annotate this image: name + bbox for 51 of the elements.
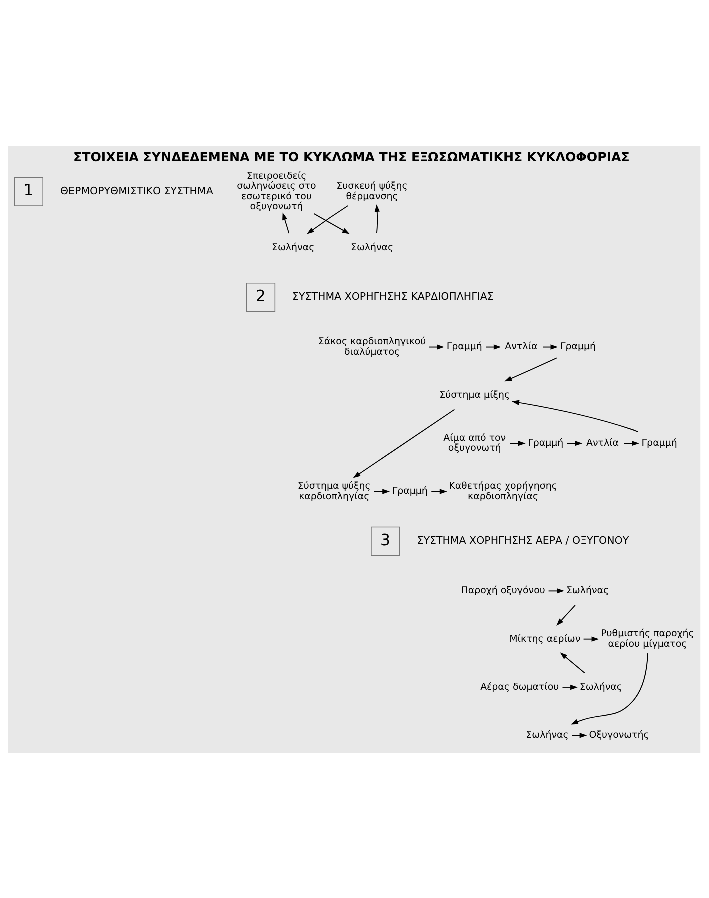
node-text: Σωλήνας (272, 242, 315, 253)
arrow (374, 204, 380, 234)
node-text: Γραμμή (446, 341, 482, 352)
arrow (510, 440, 526, 446)
node-box: 3 (371, 526, 400, 556)
node-text: Γραμμή (392, 486, 428, 497)
node-text: Σωλήνας (526, 730, 569, 741)
node-text: Γραμμή (560, 341, 596, 352)
node-text: Οξυγονωτής (589, 730, 650, 741)
arrow (542, 344, 558, 350)
node-text: Σωλήνας (580, 681, 622, 692)
node-text: Γραμμή (642, 438, 678, 449)
node-text: Σύστημα μίξης (440, 389, 510, 400)
arrow (428, 344, 444, 350)
arrow (562, 684, 578, 690)
node-text: Σωλήνας (566, 585, 610, 596)
arrow (624, 440, 640, 446)
node-text: Συσκευή ψύξης θέρμανσης (336, 180, 408, 202)
node-text: Παροχή οξυγόνου (461, 585, 546, 596)
arrow (314, 212, 350, 234)
node-box: 2 (246, 282, 276, 312)
arrow (583, 636, 600, 642)
arrow (548, 588, 565, 594)
arrow (556, 604, 576, 626)
node-text: Μίκτης αερίων (510, 633, 581, 644)
arrow (282, 212, 290, 234)
node-text: Σάκος καρδιοπληγικού διαλύματος (318, 336, 426, 358)
node-label: ΣΥΣΤΗΜΑ ΧΟΡΗΓΗΣΗΣ ΑΕΡΑ / ΟΞΥΓΟΝΟΥ (417, 534, 630, 547)
diagram-title: ΣΤΟΙΧΕΙΑ ΣΥΝΔΕΔΕΜΕΝΑ ΜΕ ΤΟ ΚΥΚΛΩΜΑ ΤΗΣ ΕΞΩΣΩΜΑΤΙΚΗΣ ΚΥΚΛΟΦΟΡΙΑΣ (73, 149, 630, 164)
arrow (353, 408, 456, 478)
arrow (486, 344, 502, 350)
node-label: ΣΥΣΤΗΜΑ ΧΟΡΗΓΗΣΗΣ ΚΑΡΔΙΟΠΛΗΓΙΑΣ (292, 290, 494, 303)
node-text: Αντλία (505, 341, 538, 352)
arrow (566, 440, 583, 446)
node-text: Σύστημα ψύξης καρδιοπληγίας (298, 480, 371, 502)
node-text: Γραμμή (528, 438, 564, 449)
arrow (512, 400, 639, 432)
arrow (307, 205, 349, 234)
arrow (560, 652, 586, 674)
node-label: ΘΕΡΜΟΡΥΘΜΙΣΤΙΚΟ ΣΥΣΤΗΜΑ (60, 184, 214, 197)
node-text: Σωλήνας (350, 242, 394, 253)
arrow (572, 732, 588, 738)
node-text: Καθετήρας χορήγησης καρδιοπληγίας (449, 480, 558, 502)
node-text: Ρυθμιστής παροχής αερίου μίγματος (601, 628, 694, 650)
node-text: Αέρας δωματίου (480, 681, 560, 692)
node-text: Αντλία (586, 438, 620, 449)
node-text: Αίμα από τον οξυγονωτή (444, 432, 506, 454)
node-box: 1 (14, 176, 44, 206)
arrow (570, 652, 648, 724)
node-text: Σπειροειδείς σωληνώσεις στο εσωτερικό του οξυγονωτή (237, 170, 316, 212)
arrow (504, 357, 558, 382)
